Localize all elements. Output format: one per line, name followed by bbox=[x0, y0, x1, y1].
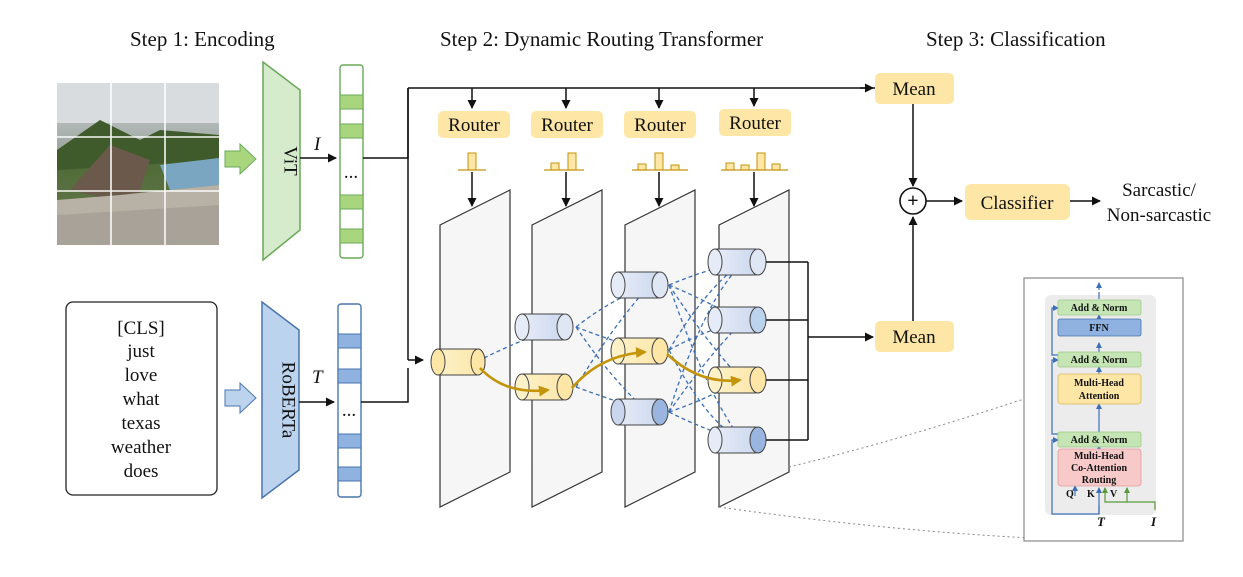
add-norm-2-label: Add & Norm bbox=[1071, 355, 1128, 366]
mha-label-line1: Multi-Head bbox=[1074, 378, 1124, 389]
router-2-label: Router bbox=[541, 115, 593, 136]
image-feature-symbol: I bbox=[313, 134, 322, 155]
layer1-token-cylinder bbox=[430, 348, 486, 376]
v-label: V bbox=[1110, 489, 1118, 500]
layer2-token-cylinders bbox=[514, 313, 574, 401]
classifier-box: Classifier bbox=[965, 184, 1070, 220]
zoom-leaders bbox=[718, 396, 1031, 539]
text-stack-ellipsis: ... bbox=[342, 400, 356, 421]
router-4-label: Router bbox=[729, 113, 781, 134]
layer-detail-panel: Add & Norm FFN Add & Norm Multi-Head Att… bbox=[1023, 277, 1184, 542]
mean-box-bottom: Mean bbox=[875, 321, 954, 352]
mean-box-top: Mean bbox=[875, 73, 954, 104]
text-feature-stack: ... bbox=[337, 303, 362, 498]
step1-heading: Step 1: Encoding bbox=[130, 27, 275, 51]
layer4-token-cylinders bbox=[707, 248, 767, 454]
router-4: Router bbox=[719, 109, 791, 171]
output-label-line1: Sarcastic/ bbox=[1122, 180, 1197, 201]
layer3-token-cylinders bbox=[610, 271, 669, 426]
token-3: what bbox=[123, 389, 161, 410]
text-feature-symbol: T bbox=[312, 367, 324, 388]
router-3-label: Router bbox=[634, 115, 686, 136]
add-norm-3-label: Add & Norm bbox=[1071, 303, 1128, 314]
i-input-label: I bbox=[1150, 514, 1157, 529]
router-2: Router bbox=[531, 111, 603, 171]
image-to-vit-arrow bbox=[224, 142, 257, 176]
add-norm-1-label: Add & Norm bbox=[1071, 435, 1128, 446]
router-1: Router bbox=[438, 111, 510, 171]
image-feature-stack: ... bbox=[339, 64, 364, 259]
roberta-encoder: RoBERTa bbox=[261, 300, 300, 500]
token-6: does bbox=[124, 461, 159, 482]
text-input-box: [CLS] just love what texas weather does bbox=[65, 301, 218, 496]
router-bus-drops bbox=[467, 88, 759, 109]
classifier-label: Classifier bbox=[981, 193, 1054, 214]
gold-routing-path bbox=[479, 347, 742, 397]
token-0: [CLS] bbox=[117, 318, 165, 339]
feature-connectors bbox=[361, 87, 895, 403]
coattn-label-line1: Multi-Head bbox=[1074, 451, 1124, 462]
vit-encoder: ViT bbox=[262, 60, 301, 262]
k-label: K bbox=[1087, 489, 1095, 500]
step2-heading: Step 2: Dynamic Routing Transformer bbox=[440, 27, 763, 51]
layer-plane-2 bbox=[531, 189, 603, 508]
mean-bottom-label: Mean bbox=[892, 327, 936, 348]
coattn-label-line3: Routing bbox=[1082, 475, 1116, 486]
token-1: just bbox=[126, 341, 155, 362]
step3-heading: Step 3: Classification bbox=[926, 27, 1106, 51]
ffn-label: FFN bbox=[1089, 323, 1109, 334]
vit-label: ViT bbox=[280, 146, 301, 176]
mha-label-line2: Attention bbox=[1079, 391, 1120, 402]
text-to-roberta-arrow bbox=[224, 381, 257, 415]
mean-top-label: Mean bbox=[892, 79, 936, 100]
coattn-label-line2: Co-Attention bbox=[1071, 463, 1128, 474]
input-image bbox=[57, 83, 219, 245]
plus-symbol: + bbox=[907, 190, 918, 212]
output-label-line2: Non-sarcastic bbox=[1107, 205, 1211, 226]
router-3: Router bbox=[624, 111, 696, 171]
token-4: texas bbox=[121, 413, 160, 434]
router-1-label: Router bbox=[448, 115, 500, 136]
t-input-label: T bbox=[1097, 514, 1106, 529]
token-5: weather bbox=[111, 437, 172, 458]
sum-node: + bbox=[899, 187, 927, 215]
roberta-label: RoBERTa bbox=[278, 362, 299, 439]
router-layer-arrows bbox=[467, 172, 759, 207]
image-stack-ellipsis: ... bbox=[344, 162, 358, 183]
q-label: Q bbox=[1066, 489, 1074, 500]
layer-plane-4 bbox=[718, 189, 790, 508]
layer4-output-bus bbox=[766, 261, 862, 441]
token-2: love bbox=[125, 365, 158, 386]
